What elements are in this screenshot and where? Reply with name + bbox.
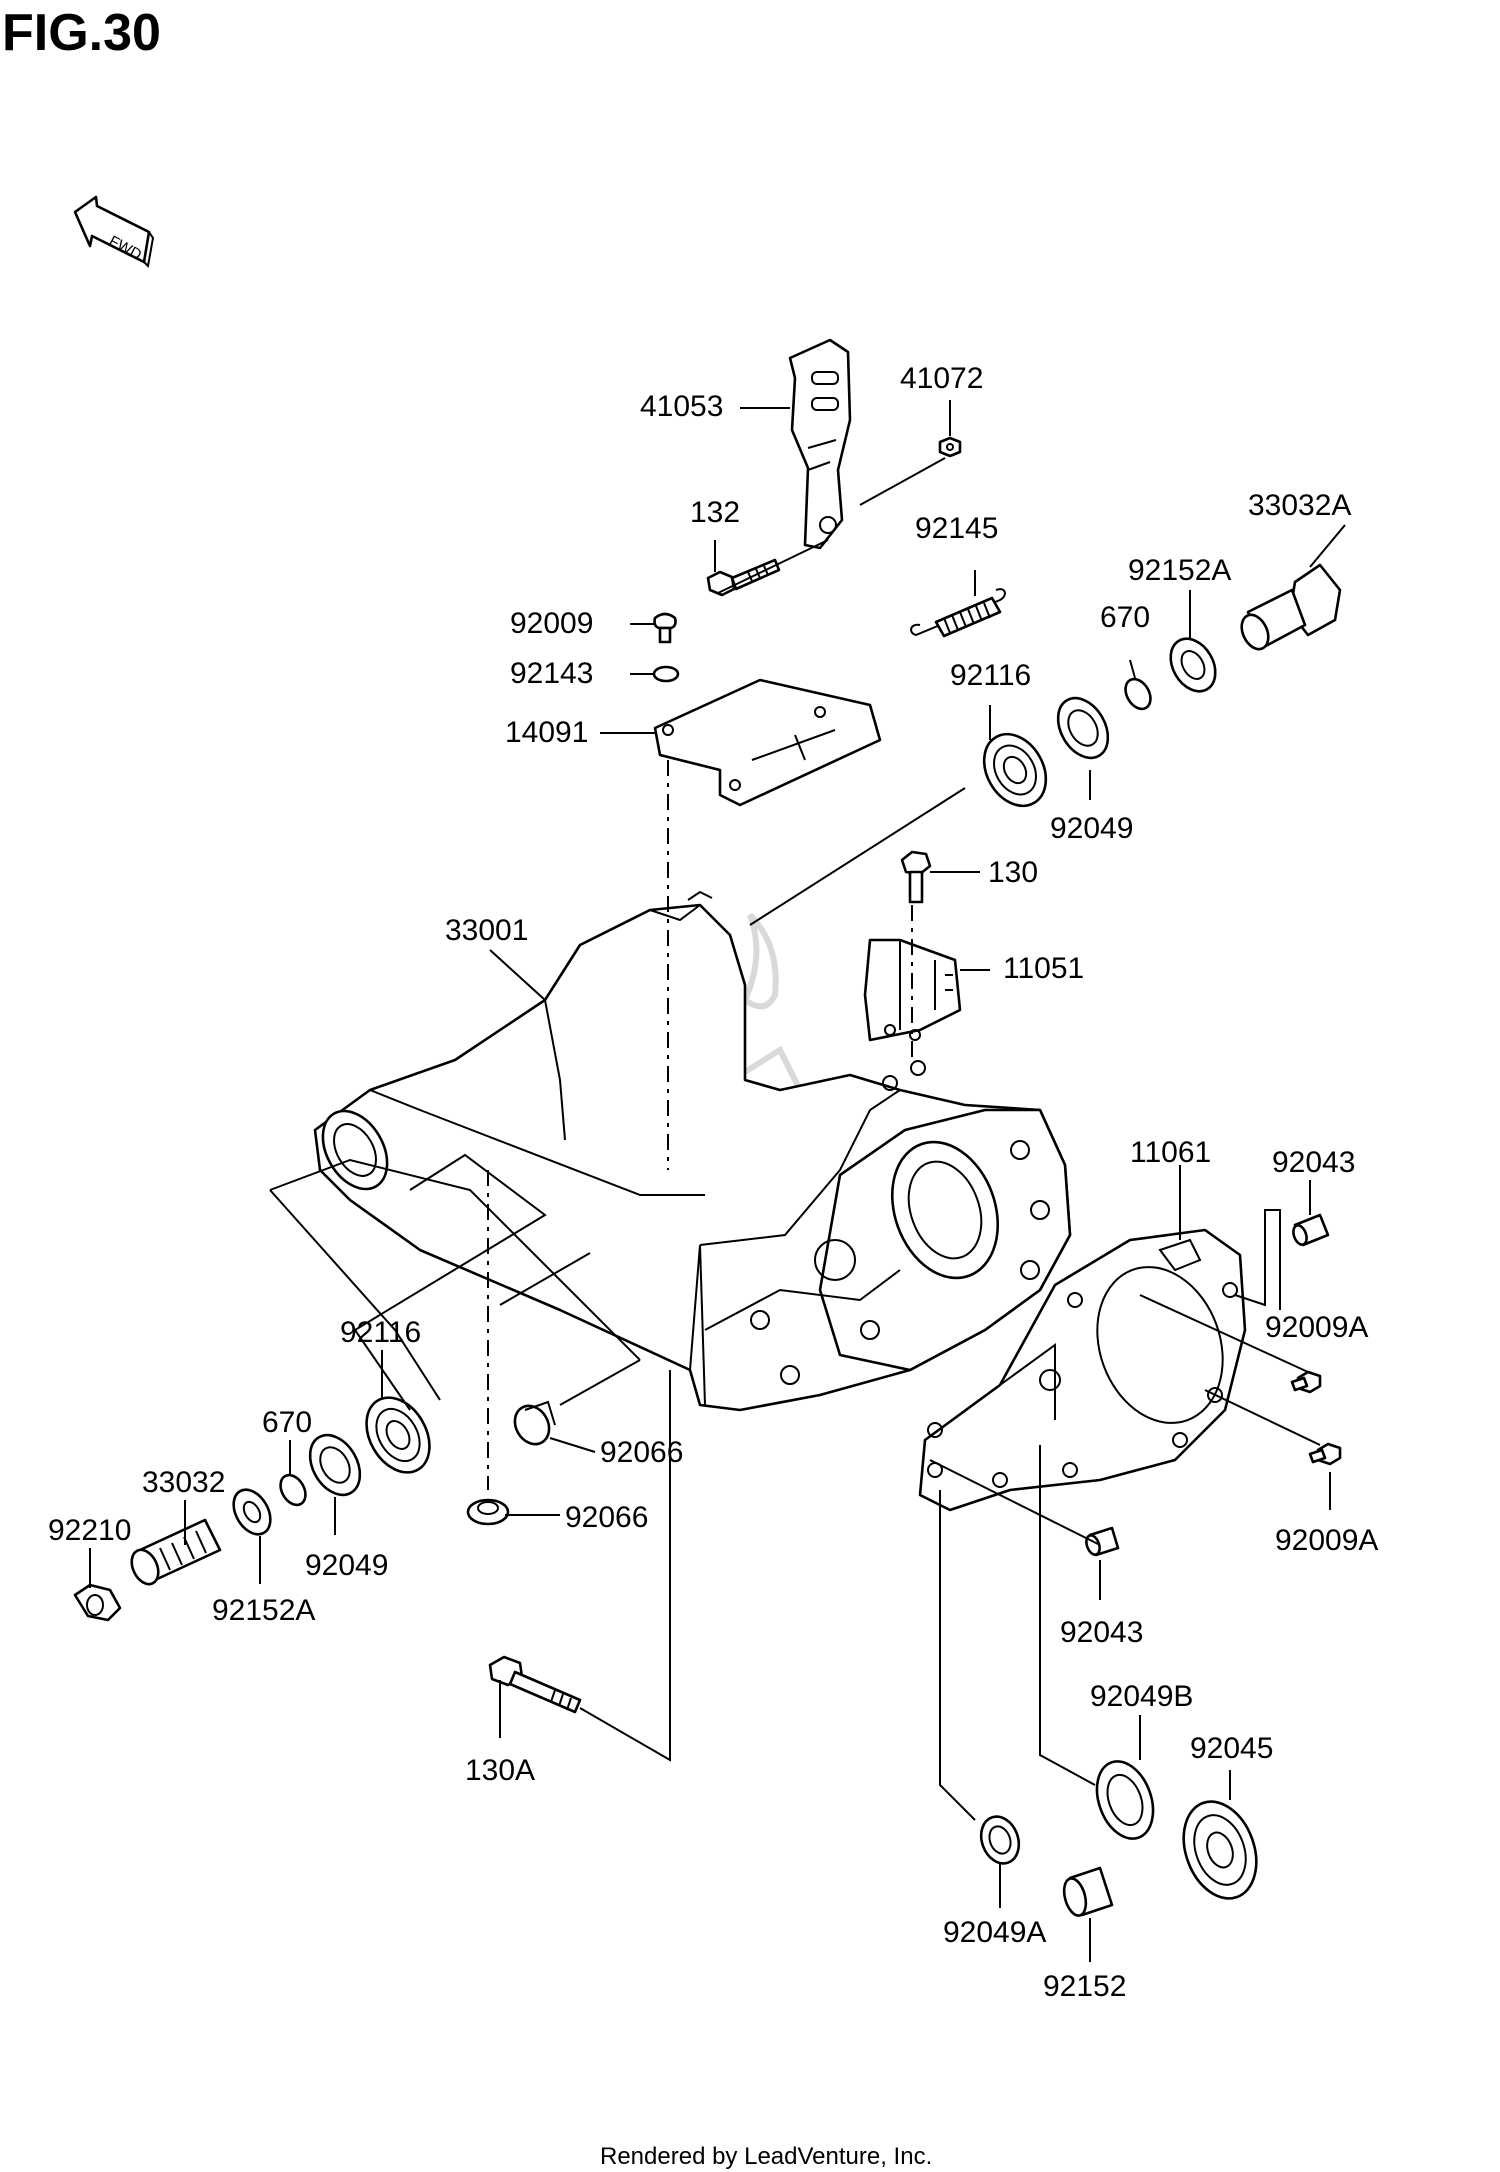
label-92009: 92009 xyxy=(510,607,593,640)
label-670-top: 670 xyxy=(1100,601,1150,634)
label-92045: 92045 xyxy=(1190,1732,1273,1765)
label-92043-bottom: 92043 xyxy=(1060,1616,1143,1649)
part-670-oring-left xyxy=(279,1473,307,1507)
part-92009A-screw-bottom xyxy=(1308,1442,1342,1466)
label-41072: 41072 xyxy=(900,362,983,395)
part-92145-spring xyxy=(910,588,1006,638)
label-92210: 92210 xyxy=(48,1514,131,1547)
part-92009A-screw-top xyxy=(1290,1370,1322,1394)
part-92043-dowel-bottom xyxy=(1085,1526,1120,1557)
label-92049-top: 92049 xyxy=(1050,812,1133,845)
part-33032-adjuster xyxy=(130,1518,222,1586)
part-92049A-seal xyxy=(979,1815,1021,1865)
label-92049A: 92049A xyxy=(943,1916,1046,1949)
part-92066-plug-a xyxy=(513,1400,556,1446)
label-92066-a: 92066 xyxy=(600,1436,683,1469)
part-11051-bracket xyxy=(863,938,962,1042)
label-92043-top: 92043 xyxy=(1272,1146,1355,1179)
part-92009-screw xyxy=(653,612,677,644)
label-92145: 92145 xyxy=(915,512,998,545)
label-92049B: 92049B xyxy=(1090,1680,1193,1713)
label-92116-top: 92116 xyxy=(950,659,1031,692)
part-92210-nut xyxy=(73,1583,122,1622)
label-92152: 92152 xyxy=(1043,1970,1126,2003)
part-670-oring-top xyxy=(1124,677,1152,711)
part-92152A-washer-left xyxy=(232,1488,272,1536)
label-130: 130 xyxy=(988,856,1038,889)
part-33032A-plug xyxy=(1240,563,1342,651)
part-92049-seal-left xyxy=(308,1433,362,1497)
part-92049-seal-top xyxy=(1056,696,1110,760)
label-130A: 130A xyxy=(465,1754,535,1787)
part-130A-bolt xyxy=(488,1655,582,1714)
part-92116-bearing-top xyxy=(982,732,1048,808)
part-33001-housing xyxy=(313,890,1072,1412)
part-41053-bracket xyxy=(788,338,852,550)
part-41072-nut xyxy=(938,436,962,458)
label-92049-left: 92049 xyxy=(305,1549,388,1582)
part-92152A-washer-top xyxy=(1169,637,1217,693)
label-33032: 33032 xyxy=(142,1466,225,1499)
figure-title: FIG.30 xyxy=(2,4,161,62)
label-92066-b: 92066 xyxy=(565,1501,648,1534)
footer-credit: Rendered by LeadVenture, Inc. xyxy=(600,2143,932,2170)
part-92143-washer xyxy=(652,665,680,683)
label-92152A-left: 92152A xyxy=(212,1594,315,1627)
label-92152A-top: 92152A xyxy=(1128,554,1231,587)
part-130-bolt xyxy=(900,850,932,904)
label-92143: 92143 xyxy=(510,657,593,690)
label-92116-left: 92116 xyxy=(340,1316,421,1349)
part-92116-bearing-left xyxy=(365,1396,431,1474)
label-14091: 14091 xyxy=(505,716,588,749)
label-11061: 11061 xyxy=(1130,1136,1211,1169)
forward-direction-arrow-icon: FWD xyxy=(73,195,155,269)
label-33001: 33001 xyxy=(445,914,528,947)
label-33032A: 33032A xyxy=(1248,489,1351,522)
part-92045-bearing xyxy=(1182,1800,1258,1900)
label-132: 132 xyxy=(690,496,740,529)
part-92049B-seal xyxy=(1095,1760,1155,1840)
label-41053: 41053 xyxy=(640,390,723,423)
label-92009A-top: 92009A xyxy=(1265,1311,1368,1344)
part-labels: 41053 41072 132 92145 33032A 92152A 670 … xyxy=(48,362,1378,2003)
part-92066-plug-b xyxy=(466,1498,510,1526)
label-670-left: 670 xyxy=(262,1406,312,1439)
part-14091-cover-plate xyxy=(653,678,882,807)
label-11051: 11051 xyxy=(1003,952,1084,985)
part-132-bolt xyxy=(706,558,781,597)
label-92009A-bottom: 92009A xyxy=(1275,1524,1378,1557)
part-11061-gasket xyxy=(918,1228,1247,1512)
part-92152-collar xyxy=(1062,1866,1114,1917)
assembly-lines xyxy=(89,400,1346,1962)
part-92043-dowel-top xyxy=(1292,1213,1330,1247)
